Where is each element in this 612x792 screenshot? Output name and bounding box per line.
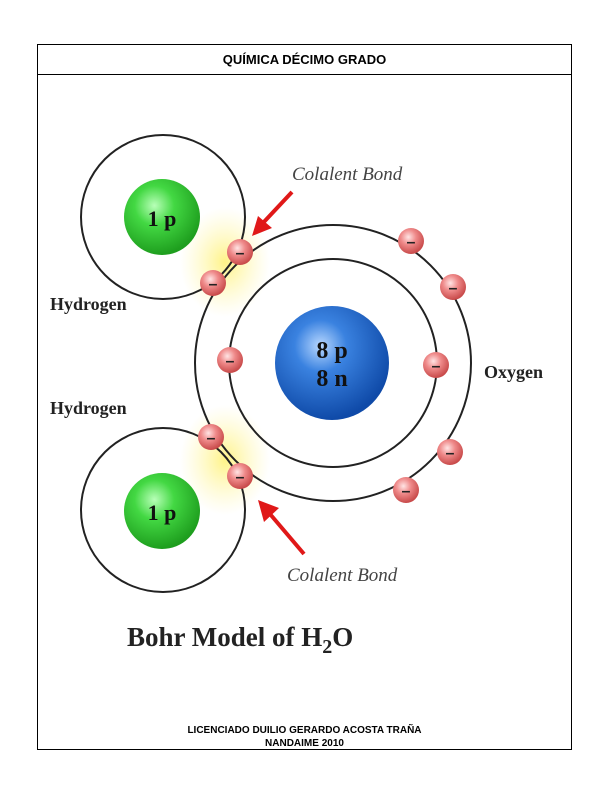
svg-text:–: – xyxy=(236,469,245,486)
electron: – xyxy=(217,347,243,373)
hydrogen-bottom-nucleus xyxy=(124,473,200,549)
hydrogen-top-nucleus xyxy=(124,179,200,255)
svg-text:–: – xyxy=(446,445,455,462)
hydrogen-top-label: Hydrogen xyxy=(50,294,127,314)
footer-author: LICENCIADO DUILIO GERARDO ACOSTA TRAÑA xyxy=(187,725,422,736)
svg-text:–: – xyxy=(226,353,235,370)
electron: – xyxy=(393,477,419,503)
svg-text:–: – xyxy=(407,234,416,251)
bond-arrow-bottom xyxy=(258,500,306,556)
oxygen-outer-orbit xyxy=(194,224,472,502)
hydrogen-bottom-label: Hydrogen xyxy=(50,398,127,418)
svg-text:–: – xyxy=(432,358,441,375)
svg-text:–: – xyxy=(209,276,218,293)
covalent-bond-bottom-label: Colalent Bond xyxy=(287,565,398,586)
page-title: QUÍMICA DÉCIMO GRADO xyxy=(222,52,387,67)
footer-place-year: NANDAIME 2010 xyxy=(265,738,344,749)
page-header: QUÍMICA DÉCIMO GRADO xyxy=(38,45,571,75)
diagram-title: Bohr Model of H2O xyxy=(127,622,353,658)
oxygen-nucleus xyxy=(275,306,389,420)
page-frame: QUÍMICA DÉCIMO GRADO LICENCIADO DUILIO G… xyxy=(37,44,572,750)
electron: – xyxy=(227,239,253,265)
hydrogen-bottom-orbit xyxy=(80,427,246,593)
svg-text:–: – xyxy=(207,430,216,447)
hydrogen-top-orbit xyxy=(80,134,246,300)
oxygen-protons-label: 8 p xyxy=(316,338,347,364)
covalent-bond-top-label: Colalent Bond xyxy=(292,164,403,185)
electron: – xyxy=(440,274,466,300)
electron: – xyxy=(398,228,424,254)
svg-text:–: – xyxy=(402,483,411,500)
hydrogen-top-nucleus-label: 1 p xyxy=(148,206,177,231)
electron: – xyxy=(200,270,226,296)
oxygen-label: Oxygen xyxy=(484,362,543,382)
svg-text:–: – xyxy=(236,245,245,262)
electron: – xyxy=(423,352,449,378)
hydrogen-bottom-nucleus-label: 1 p xyxy=(148,500,177,525)
electron: – xyxy=(437,439,463,465)
electron: – xyxy=(198,424,224,450)
electron: – xyxy=(227,463,253,489)
bond-arrow-top xyxy=(252,190,294,236)
svg-text:–: – xyxy=(449,280,458,297)
oxygen-neutrons-label: 8 n xyxy=(316,366,347,392)
